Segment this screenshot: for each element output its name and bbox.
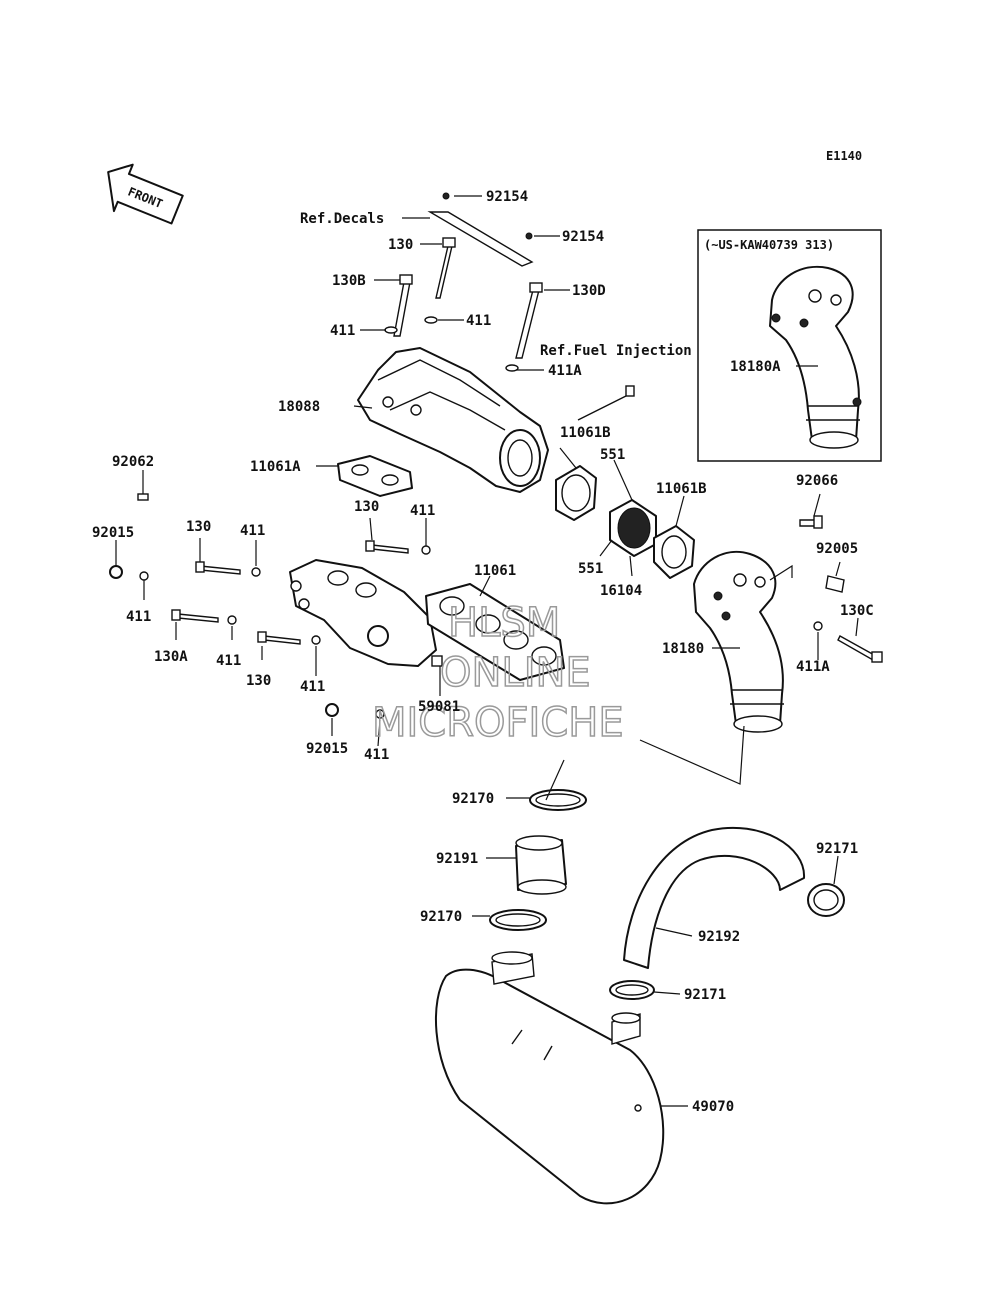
watermark-line3: MICROFICHE (372, 700, 624, 746)
callout-411a-lower: 411A (796, 659, 830, 675)
gasket-11061a (337, 455, 413, 497)
muffler-49070 (434, 951, 665, 1205)
variant-box: (~US-KAW40739 313) (697, 229, 882, 462)
callout-551-upper: 551 (600, 447, 625, 463)
hose-92192 (623, 826, 806, 969)
watermark-line2: ONLINE (440, 650, 591, 696)
callout-92154-second: 92154 (562, 229, 604, 245)
callout-411-a: 411 (330, 323, 355, 339)
decal-plate (427, 192, 534, 267)
callout-411-mid: 411 (410, 503, 435, 519)
callout-130-upper: 130 (388, 237, 413, 253)
callout-130-mid: 130 (354, 499, 379, 515)
callout-411-b: 411 (466, 313, 491, 329)
hardware-right (799, 515, 883, 663)
callout-59081: 59081 (418, 699, 460, 715)
callout-16104: 16104 (600, 583, 642, 599)
clamp-92170-lower (489, 909, 547, 931)
callout-18180: 18180 (662, 641, 704, 657)
callout-92015-lower: 92015 (306, 741, 348, 757)
clamp-92171-lower (609, 980, 655, 1000)
callout-130d: 130D (572, 283, 606, 299)
gasket-11061 (425, 583, 565, 681)
callout-92170-upper: 92170 (452, 791, 494, 807)
callout-92066: 92066 (796, 473, 838, 489)
callout-551-lower: 551 (578, 561, 603, 577)
exhaust-elbow-18180a (769, 265, 862, 449)
callout-411-bottom: 411 (364, 747, 389, 763)
callout-92171-upper: 92171 (816, 841, 858, 857)
callout-92154-top: 92154 (486, 189, 528, 205)
watermark: HLSM ONLINE MICROFICHE (371, 599, 624, 747)
callout-11061b-lower: 11061B (656, 481, 707, 497)
variant-box-label: (~US-KAW40739 313) (704, 238, 834, 252)
callout-92170-lower: 92170 (420, 909, 462, 925)
callout-92015-upper: 92015 (92, 525, 134, 541)
callout-11061b-upper: 11061B (560, 425, 611, 441)
callout-ref-decals: Ref.Decals (300, 211, 384, 227)
callout-92191: 92191 (436, 851, 478, 867)
gasket-11061b-upper (555, 465, 597, 521)
exhaust-manifold-18088 (357, 347, 635, 493)
callout-18180a: 18180A (730, 359, 781, 375)
clamp-92171-upper (807, 883, 845, 917)
callout-411-left: 411 (240, 523, 265, 539)
exhaust-elbow-18180 (693, 551, 784, 733)
coupler-92191 (515, 835, 567, 895)
callout-411-lower-left: 411 (216, 653, 241, 669)
callout-411-far-left: 411 (126, 609, 151, 625)
callout-130a: 130A (154, 649, 188, 665)
callout-130c: 130C (840, 603, 874, 619)
callout-130b: 130B (332, 273, 366, 289)
callout-11061: 11061 (474, 563, 516, 579)
gasket-11061b-lower (653, 525, 695, 579)
callout-labels: 92154 Ref.Decals 92154 130 130B 130D 411… (92, 189, 874, 1115)
lower-manifold (289, 559, 437, 667)
callout-92192: 92192 (698, 929, 740, 945)
bolts-upper (384, 237, 543, 372)
flange-16104 (609, 499, 657, 557)
callout-92062: 92062 (112, 454, 154, 470)
callout-411-lower: 411 (300, 679, 325, 695)
clamp-92170-upper (529, 789, 587, 811)
callout-130-left: 130 (186, 519, 211, 535)
leader-lines (115, 195, 859, 1107)
figure-code: E1140 (826, 149, 862, 163)
callout-ref-fuel-injection: Ref.Fuel Injection (540, 343, 692, 359)
callout-18088: 18088 (278, 399, 320, 415)
watermark-line1: HLSM (448, 600, 560, 646)
callout-92171-lower: 92171 (684, 987, 726, 1003)
callout-130-lower: 130 (246, 673, 271, 689)
callout-411a-upper: 411A (548, 363, 582, 379)
callout-11061a: 11061A (250, 459, 301, 475)
callout-49070: 49070 (692, 1099, 734, 1115)
callout-92005: 92005 (816, 541, 858, 557)
front-arrow-icon: FRONT (107, 163, 184, 225)
